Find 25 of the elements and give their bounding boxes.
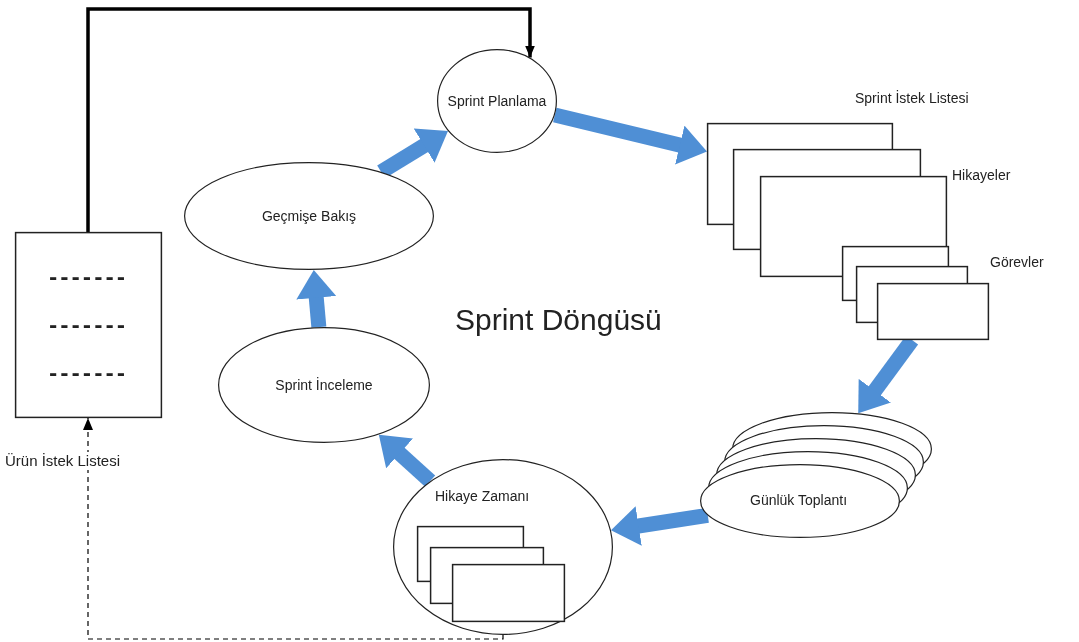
diagram-title: Sprint Döngüsü	[455, 303, 662, 337]
node-label: Hikaye Zamanı	[435, 488, 530, 505]
block-arrow	[296, 269, 337, 328]
card	[877, 283, 989, 340]
node-label: Geçmişe Bakış	[261, 207, 357, 225]
ellipse-node	[437, 49, 557, 153]
ellipse-node	[218, 327, 430, 443]
ellipse-node	[393, 459, 613, 635]
block-arrow	[609, 506, 709, 546]
placeholder-line: -------	[48, 360, 129, 387]
node-label: Sprint İnceleme	[275, 376, 373, 394]
card	[15, 232, 162, 418]
connector-arrow	[83, 417, 504, 640]
placeholder-line: -------	[48, 264, 129, 291]
connector-arrow	[86, 7, 535, 232]
card	[452, 564, 565, 622]
node-label: Sprint Planlama	[447, 92, 547, 110]
placeholder-line: -------	[48, 312, 129, 339]
node-label: Görevler	[990, 254, 1044, 271]
node-label: Günlük Toplantı	[750, 492, 848, 509]
node-label: Sprint İstek Listesi	[855, 90, 969, 107]
node-caption: Ürün İstek Listesi	[3, 452, 123, 470]
stacked-ellipses	[700, 412, 933, 539]
ellipse-node	[184, 162, 434, 270]
node-label: Hikayeler	[952, 167, 1011, 184]
